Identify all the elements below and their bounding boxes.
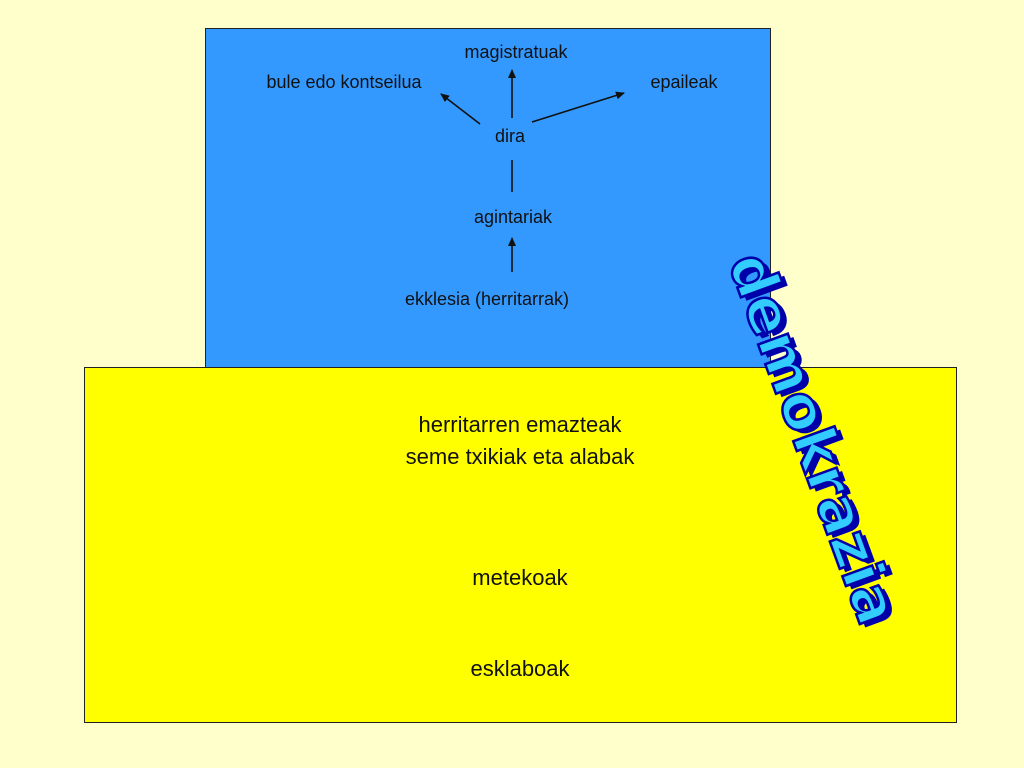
label-ekklesia: ekklesia (herritarrak) — [404, 289, 570, 309]
label-esklaboak: esklaboak — [470, 656, 570, 681]
non-citizens-box — [84, 367, 957, 723]
label-magistratuak: magistratuak — [464, 42, 568, 62]
label-epaileak: epaileak — [650, 72, 718, 92]
label-agintariak: agintariak — [473, 207, 553, 227]
label-children: seme txikiak eta alabak — [405, 444, 635, 469]
label-bule: bule edo kontseilua — [266, 72, 422, 92]
arrow-to-epaileak — [531, 91, 625, 123]
label-dira: dira — [494, 126, 526, 146]
label-metekoak: metekoak — [472, 565, 568, 590]
wordart-text: demokrazia — [715, 244, 912, 634]
label-wives: herritarren emazteak — [418, 412, 622, 437]
arrow-to-bule — [440, 93, 481, 125]
label-wives-children: herritarren emazteak seme txikiak eta al… — [406, 409, 635, 473]
citizens-box — [205, 28, 771, 370]
